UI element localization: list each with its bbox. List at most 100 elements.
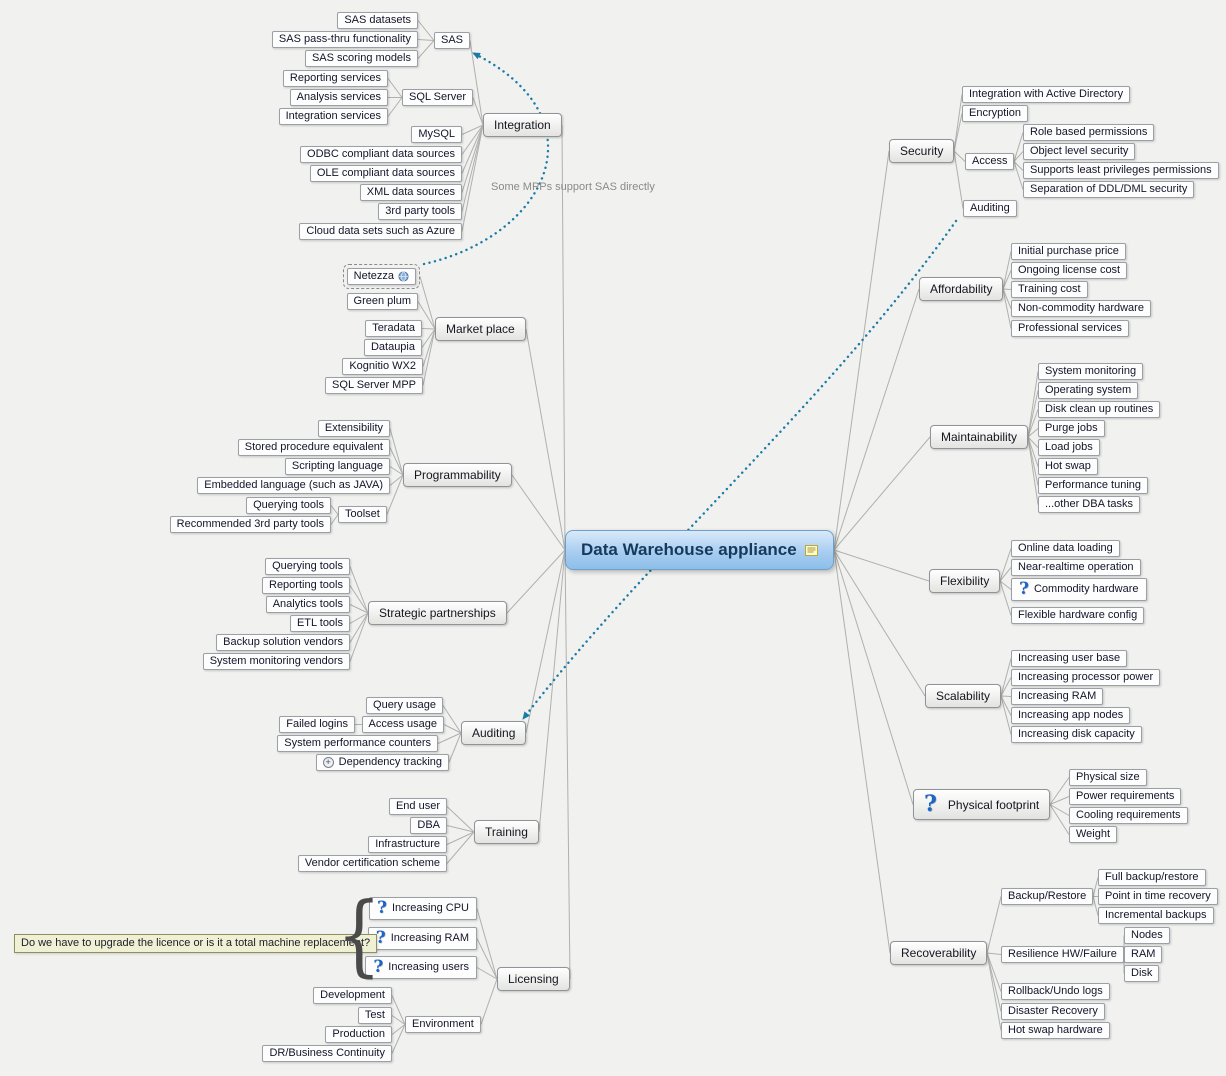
node-encryption[interactable]: Encryption xyxy=(962,105,1028,122)
node-point-in-time-recovery[interactable]: Point in time recovery xyxy=(1098,888,1218,905)
node-increasing-cpu[interactable]: ?Increasing CPU xyxy=(368,897,477,920)
node-querying-tools[interactable]: Querying tools xyxy=(246,497,331,514)
node-monitoring-vendors[interactable]: System monitoring vendors xyxy=(202,653,350,670)
node-ole-sources[interactable]: OLE compliant data sources xyxy=(309,165,462,182)
node-recoverability[interactable]: Recoverability xyxy=(890,941,988,965)
node-operating-system[interactable]: Operating system xyxy=(1038,382,1139,399)
node-hot-swap-hardware[interactable]: Hot swap hardware xyxy=(1001,1022,1110,1039)
node-training[interactable]: Training xyxy=(474,820,539,844)
node-other-dba-tasks[interactable]: ...other DBA tasks xyxy=(1038,496,1141,513)
node-failed-logins[interactable]: Failed logins xyxy=(279,716,355,733)
node-increasing-ram-scal[interactable]: Increasing RAM xyxy=(1011,688,1104,705)
node-environment[interactable]: Environment xyxy=(405,1016,481,1033)
node-full-backup-restore[interactable]: Full backup/restore xyxy=(1098,869,1206,886)
node-vendor-certification[interactable]: Vendor certification scheme xyxy=(297,855,447,872)
summary-brace[interactable]: { xyxy=(336,883,382,986)
node-role-based-permissions[interactable]: Role based permissions xyxy=(1023,124,1155,141)
node-integration[interactable]: Integration xyxy=(483,113,562,137)
node-access[interactable]: Access xyxy=(965,153,1015,170)
node-nodes[interactable]: Nodes xyxy=(1124,927,1170,944)
node-security[interactable]: Security xyxy=(889,139,955,163)
node-ongoing-license-cost[interactable]: Ongoing license cost xyxy=(1011,262,1128,279)
node-odbc-sources[interactable]: ODBC compliant data sources xyxy=(300,146,462,163)
node-training-cost[interactable]: Training cost xyxy=(1011,281,1088,298)
node-sas-pass-thru[interactable]: SAS pass-thru functionality xyxy=(271,31,418,48)
node-object-level-security[interactable]: Object level security xyxy=(1023,143,1136,160)
node-affordability[interactable]: Affordability xyxy=(919,277,1004,301)
node-end-user[interactable]: End user xyxy=(388,798,447,815)
expand-icon[interactable]: + xyxy=(322,756,334,768)
node-purge-jobs[interactable]: Purge jobs xyxy=(1038,420,1105,437)
node-ram[interactable]: RAM xyxy=(1124,946,1163,963)
node-ddl-dml-separation[interactable]: Separation of DDL/DML security xyxy=(1023,181,1195,198)
node-toolset[interactable]: Toolset xyxy=(338,506,387,523)
node-load-jobs[interactable]: Load jobs xyxy=(1038,439,1100,456)
node-recommended-3rd-party[interactable]: Recommended 3rd party tools xyxy=(169,516,331,533)
node-extensibility[interactable]: Extensibility xyxy=(317,420,390,437)
node-scripting-language[interactable]: Scripting language xyxy=(284,458,390,475)
node-scalability[interactable]: Scalability xyxy=(925,684,1002,708)
node-increasing-users[interactable]: ?Increasing users xyxy=(365,956,477,979)
node-reporting-services[interactable]: Reporting services xyxy=(282,70,388,87)
node-programmability[interactable]: Programmability xyxy=(403,463,512,487)
node-disk-clean-up[interactable]: Disk clean up routines xyxy=(1038,401,1161,418)
node-dependency-tracking[interactable]: +Dependency tracking xyxy=(315,754,449,771)
node-rollback-undo-logs[interactable]: Rollback/Undo logs xyxy=(1001,983,1110,1000)
node-incremental-backups[interactable]: Incremental backups xyxy=(1098,907,1214,924)
node-backup-vendors[interactable]: Backup solution vendors xyxy=(216,634,350,651)
node-increasing-disk-capacity[interactable]: Increasing disk capacity xyxy=(1011,726,1142,743)
node-least-privileges[interactable]: Supports least privileges permissions xyxy=(1023,162,1219,179)
node-auditing-main[interactable]: Auditing xyxy=(461,721,527,745)
node-hot-swap[interactable]: Hot swap xyxy=(1038,458,1098,475)
node-analytics-tools[interactable]: Analytics tools xyxy=(265,596,350,613)
node-increasing-app-nodes[interactable]: Increasing app nodes xyxy=(1011,707,1131,724)
node-active-directory[interactable]: Integration with Active Directory xyxy=(962,86,1131,103)
node-system-monitoring[interactable]: System monitoring xyxy=(1038,363,1144,380)
node-reporting-tools[interactable]: Reporting tools xyxy=(262,577,350,594)
node-querying-tools-sp[interactable]: Querying tools xyxy=(265,558,350,575)
node-increasing-user-base[interactable]: Increasing user base xyxy=(1011,650,1128,667)
note-icon[interactable] xyxy=(804,544,818,557)
node-sas-scoring-models[interactable]: SAS scoring models xyxy=(304,50,418,67)
node-netezza-selected[interactable]: Netezza xyxy=(342,264,420,289)
node-increasing-ram[interactable]: ?Increasing RAM xyxy=(367,927,477,950)
callout-licence-question[interactable]: Do we have to upgrade the licence or is … xyxy=(14,934,378,953)
node-test[interactable]: Test xyxy=(357,1007,392,1024)
node-production[interactable]: Production xyxy=(325,1026,392,1043)
node-market-place[interactable]: Market place xyxy=(435,317,526,341)
relationship-security-auditing-to-auditing[interactable] xyxy=(521,219,958,721)
node-mysql[interactable]: MySQL xyxy=(411,126,462,143)
node-initial-purchase-price[interactable]: Initial purchase price xyxy=(1011,243,1126,260)
node-resilience-hw-failure[interactable]: Resilience HW/Failure xyxy=(1001,946,1124,963)
node-disk[interactable]: Disk xyxy=(1124,965,1160,982)
node-green-plum[interactable]: Green plum xyxy=(346,293,418,310)
node-flexibility[interactable]: Flexibility xyxy=(929,569,1001,593)
node-netezza[interactable]: Netezza xyxy=(346,268,416,285)
node-near-realtime[interactable]: Near-realtime operation xyxy=(1011,559,1141,576)
node-kognitio-wx2[interactable]: Kognitio WX2 xyxy=(342,358,423,375)
node-sas-datasets[interactable]: SAS datasets xyxy=(337,12,418,29)
node-security-auditing[interactable]: Auditing xyxy=(963,200,1017,217)
node-xml-sources[interactable]: XML data sources xyxy=(359,184,462,201)
node-commodity-hardware[interactable]: ?Commodity hardware xyxy=(1011,578,1147,601)
node-disaster-recovery[interactable]: Disaster Recovery xyxy=(1001,1003,1105,1020)
node-dr-business-continuity[interactable]: DR/Business Continuity xyxy=(262,1045,392,1062)
node-strategic-partnerships[interactable]: Strategic partnerships xyxy=(368,601,507,625)
node-maintainability[interactable]: Maintainability xyxy=(930,425,1029,449)
node-3rd-party-tools[interactable]: 3rd party tools xyxy=(378,203,462,220)
node-infrastructure[interactable]: Infrastructure xyxy=(368,836,447,853)
node-performance-tuning[interactable]: Performance tuning xyxy=(1038,477,1148,494)
node-analysis-services[interactable]: Analysis services xyxy=(289,89,388,106)
node-teradata[interactable]: Teradata xyxy=(365,320,422,337)
node-system-performance-counters[interactable]: System performance counters xyxy=(277,735,438,752)
node-cooling-requirements[interactable]: Cooling requirements xyxy=(1069,807,1188,824)
central-topic[interactable]: Data Warehouse appliance xyxy=(565,530,834,570)
node-power-requirements[interactable]: Power requirements xyxy=(1069,788,1182,805)
node-embedded-language[interactable]: Embedded language (such as JAVA) xyxy=(197,477,390,494)
node-flexible-hardware-config[interactable]: Flexible hardware config xyxy=(1011,607,1145,624)
node-backup-restore[interactable]: Backup/Restore xyxy=(1001,888,1094,905)
relationship-netezza-to-sas[interactable] xyxy=(422,51,550,266)
node-online-data-loading[interactable]: Online data loading xyxy=(1011,540,1120,557)
node-query-usage[interactable]: Query usage xyxy=(366,697,443,714)
node-dba[interactable]: DBA xyxy=(410,817,447,834)
